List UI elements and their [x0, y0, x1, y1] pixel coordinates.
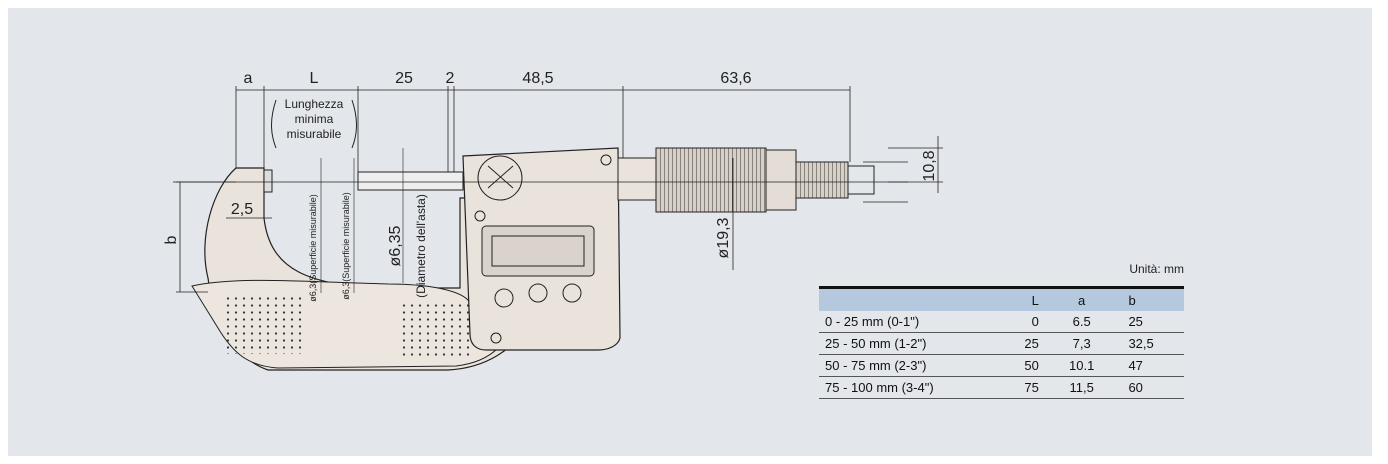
lcd-screen — [481, 225, 595, 277]
dim-2-5: 2,5 — [231, 201, 253, 218]
header-b: b — [1128, 292, 1136, 308]
cell-a: 6.5 — [1050, 311, 1113, 333]
unit-note: Unità: mm — [1129, 262, 1184, 276]
grip-dots-left — [226, 296, 306, 354]
anvil-face-label: ø6,3(Superficie misurabile) — [308, 194, 318, 302]
figure-panel: a L 25 2 48,5 63,6 Lunghezza minima misu… — [8, 8, 1372, 456]
cell-L: 25 — [993, 332, 1051, 355]
button-1 — [494, 288, 514, 308]
dim-a: a — [244, 70, 253, 87]
button-3 — [562, 283, 582, 303]
table-row: 0 - 25 mm (0-1") 0 6.5 25 — [819, 311, 1184, 333]
cell-L: 50 — [993, 354, 1051, 377]
dim-L: L — [310, 70, 319, 87]
cell-b: 32,5 — [1112, 332, 1184, 355]
header-a: a — [1078, 292, 1086, 308]
cell-b: 25 — [1112, 311, 1184, 333]
dim-48: 48,5 — [522, 70, 553, 87]
grip-dots-right — [400, 300, 472, 358]
anvil — [263, 169, 273, 193]
table-row: 50 - 75 mm (2-3") 50 10.1 47 — [819, 354, 1184, 377]
cell-a: 7,3 — [1050, 332, 1113, 355]
cell-a: 11,5 — [1050, 376, 1113, 399]
spindle-diameter-note: (Diametro dell'asta) — [414, 194, 428, 298]
spindle-diameter: ø6,35 — [387, 225, 404, 266]
spindle — [357, 171, 464, 191]
dim-10-8: 10,8 — [921, 150, 938, 181]
header-range — [819, 288, 993, 312]
spindle-face-label: ø6,3(Superficie misurabile) — [341, 192, 351, 300]
cell-b: 60 — [1112, 376, 1184, 399]
cell-L: 0 — [993, 311, 1051, 333]
header-L: L — [1031, 292, 1039, 308]
dim-19-3: ø19,3 — [715, 217, 732, 258]
dim-b: b — [163, 235, 180, 244]
button-2 — [528, 283, 548, 303]
cell-a: 10.1 — [1050, 354, 1113, 377]
cell-range: 25 - 50 mm (1-2") — [819, 332, 994, 355]
cell-b: 47 — [1112, 354, 1184, 377]
spec-table: L a b 0 - 25 mm (0-1") 0 6.5 25 25 - 50 … — [819, 286, 1184, 399]
min-length-line-1: Lunghezza — [285, 97, 344, 111]
ratchet — [795, 161, 849, 199]
table-row: 25 - 50 mm (1-2") 25 7,3 32,5 — [819, 332, 1184, 355]
cell-range: 75 - 100 mm (3-4") — [819, 376, 994, 399]
dim-63: 63,6 — [720, 70, 751, 87]
micrometer-drawing: a L 25 2 48,5 63,6 Lunghezza minima misu… — [163, 70, 943, 371]
cell-range: 50 - 75 mm (2-3") — [819, 354, 994, 377]
sleeve — [617, 157, 659, 201]
cell-range: 0 - 25 mm (0-1") — [819, 311, 994, 333]
dim-2: 2 — [446, 70, 455, 87]
min-length-line-3: misurabile — [287, 127, 342, 141]
thimble — [655, 147, 767, 213]
dim-25: 25 — [395, 70, 413, 87]
min-length-line-2: minima — [295, 112, 334, 126]
cell-L: 75 — [993, 376, 1051, 399]
table-row: 75 - 100 mm (3-4") 75 11,5 60 — [819, 376, 1184, 399]
table-header-row: L a b — [819, 287, 1184, 312]
